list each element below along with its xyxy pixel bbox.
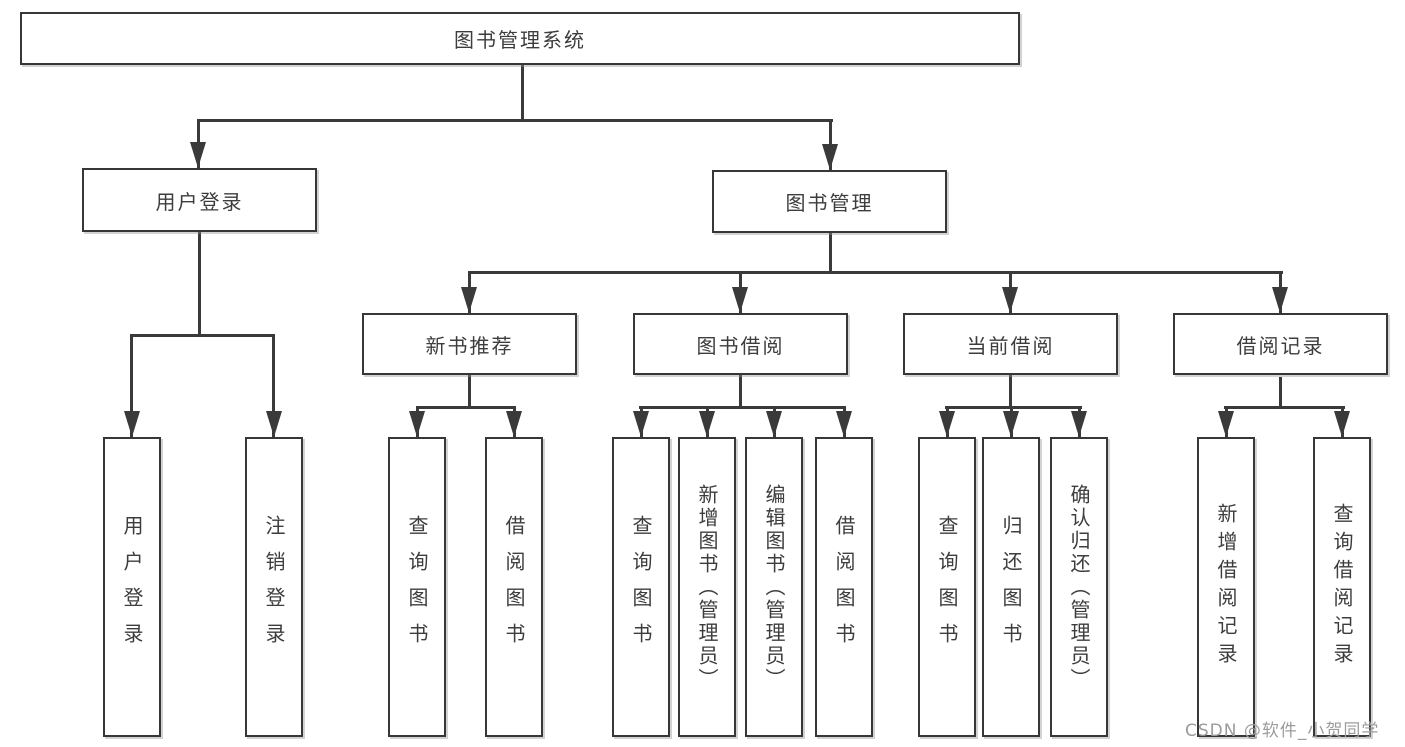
leaf-query-books-recommend: 查询图书 (388, 437, 446, 737)
node-label: 编辑图书（管理员） (762, 483, 786, 691)
connector (1279, 377, 1282, 408)
node-label: 用户登录 (155, 189, 244, 214)
leaf-borrow-books-recommend: 借阅图书 (485, 437, 543, 737)
node-book-management: 图书管理 (712, 170, 947, 233)
arrowhead-down (766, 411, 782, 437)
node-label: 用户登录 (120, 515, 144, 659)
node-label: 查询借阅记录 (1330, 503, 1354, 671)
node-label: 查询图书 (629, 515, 653, 659)
node-label: 借阅记录 (1236, 333, 1325, 358)
node-label: 归还图书 (999, 515, 1023, 659)
connector (1009, 375, 1012, 408)
arrowhead-down (124, 411, 140, 437)
arrowhead-down (1218, 411, 1234, 437)
connector (130, 334, 275, 337)
arrowhead-down (1003, 411, 1019, 437)
node-label: 借阅图书 (832, 515, 856, 659)
leaf-return-books: 归还图书 (982, 437, 1040, 737)
node-label: 注销登录 (262, 515, 286, 659)
leaf-edit-books-admin: 编辑图书（管理员） (745, 437, 803, 737)
node-label: 图书管理 (785, 191, 874, 215)
connector (197, 119, 833, 122)
arrowhead-down (633, 411, 649, 437)
node-library-management-system: 图书管理系统 (20, 12, 1020, 65)
leaf-user-login: 用户登录 (103, 437, 161, 737)
node-label: 查询图书 (405, 515, 429, 659)
connector (829, 233, 832, 274)
arrowhead-down (1002, 287, 1018, 313)
node-label: 借阅图书 (502, 515, 526, 659)
arrowhead-down (1071, 411, 1087, 437)
node-label: 图书管理系统 (454, 28, 586, 52)
connector (1224, 406, 1345, 409)
arrowhead-down (506, 411, 522, 437)
csdn-watermark: CSDN @软件_小贺同学 (1185, 721, 1380, 741)
connector (639, 406, 846, 409)
node-book-borrowing: 图书借阅 (633, 313, 848, 375)
node-label: 图书借阅 (696, 333, 785, 358)
connector (468, 271, 1283, 274)
node-current-borrowing: 当前借阅 (903, 313, 1118, 375)
arrowhead-down (461, 287, 477, 313)
node-borrowing-records: 借阅记录 (1173, 313, 1388, 375)
connector (198, 232, 201, 336)
node-label: 新增借阅记录 (1214, 503, 1238, 671)
leaf-borrow-books: 借阅图书 (815, 437, 873, 737)
node-label: 查询图书 (935, 515, 959, 659)
node-label: 当前借阅 (966, 333, 1055, 358)
leaf-confirm-return-admin: 确认归还（管理员） (1050, 437, 1108, 737)
arrowhead-down (939, 411, 955, 437)
leaf-logout: 注销登录 (245, 437, 303, 737)
arrowhead-down (266, 411, 282, 437)
connector (468, 375, 471, 408)
leaf-query-borrow-record: 查询借阅记录 (1313, 437, 1371, 737)
connector (739, 375, 742, 408)
arrowhead-down (822, 144, 838, 170)
arrowhead-down (1334, 411, 1350, 437)
leaf-add-books-admin: 新增图书（管理员） (678, 437, 736, 737)
connector (272, 334, 275, 437)
arrowhead-down (1272, 287, 1288, 313)
connector (945, 406, 1082, 409)
arrowhead-down (699, 411, 715, 437)
arrowhead-down (190, 142, 206, 168)
arrowhead-down (409, 411, 425, 437)
connector (416, 406, 516, 409)
node-user-login: 用户登录 (82, 168, 317, 232)
arrowhead-down (732, 287, 748, 313)
node-new-book-recommendation: 新书推荐 (362, 313, 577, 375)
node-label: 新增图书（管理员） (695, 483, 719, 691)
node-label: 确认归还（管理员） (1067, 483, 1091, 691)
connector (521, 65, 524, 122)
leaf-add-borrow-record: 新增借阅记录 (1197, 437, 1255, 737)
leaf-query-books-borrow: 查询图书 (612, 437, 670, 737)
arrowhead-down (836, 411, 852, 437)
leaf-query-books-current: 查询图书 (918, 437, 976, 737)
connector (130, 334, 133, 437)
node-label: 新书推荐 (425, 333, 514, 358)
